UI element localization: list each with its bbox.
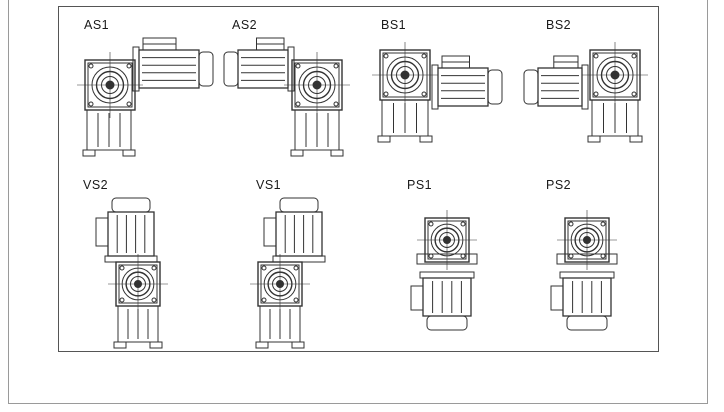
motor-flange [559,271,615,279]
drawing-vs1 [250,197,326,349]
gearbox-base [381,99,429,137]
gearbox-base [86,109,132,151]
bolt-hole [428,221,434,227]
motor-fan-cover [487,69,503,105]
mounting-foot [82,149,96,157]
bolt-hole [383,91,389,97]
bolt-hole [119,265,125,271]
motor-body [275,211,323,257]
bolt-hole [261,265,267,271]
bolt-hole [293,265,299,271]
bolt-hole [295,63,301,69]
terminal-box [550,285,564,311]
bolt-hole [593,53,599,59]
drawing-ps1 [410,210,478,331]
motor-body [237,49,289,89]
bolt-hole [295,101,301,107]
bolt-hole [421,53,427,59]
mounting-foot [255,341,269,349]
bolt-hole [568,221,574,227]
bolt-hole [151,297,157,303]
diagram-panel [58,6,659,352]
motor-fan-cover [523,69,539,105]
motor-flange [431,64,439,110]
bolt-hole [126,101,132,107]
bolt-hole [631,91,637,97]
bolt-hole [333,63,339,69]
motor-body [537,67,583,107]
gearbox-base [117,305,159,343]
motor-fan-cover [426,315,468,331]
terminal-box [95,217,109,247]
bolt-hole [119,297,125,303]
mounting-foot [587,135,601,143]
mounting-foot [330,149,344,157]
mounting-foot [149,341,163,349]
mounting-foot [291,341,305,349]
motor-body [437,67,489,107]
drawing-as2 [223,37,350,157]
drawing-as1 [77,37,214,157]
motor-fan-cover [198,51,214,87]
drawing-vs2 [95,197,168,349]
mounting-foot [377,135,391,143]
terminal-box [410,285,424,311]
label-as1: AS1 [84,18,110,32]
bolt-hole [333,101,339,107]
motor-fan-cover [223,51,239,87]
drawing-bs1 [372,42,503,143]
label-vs1: VS1 [256,178,282,192]
bolt-hole [261,297,267,303]
mounting-foot [113,341,127,349]
gearbox-base [294,109,340,151]
motor-fan-cover [111,197,151,213]
mounting-foot [419,135,433,143]
mounting-foot [122,149,136,157]
gearbox-base [591,99,639,137]
bolt-hole [383,53,389,59]
bolt-hole [568,253,574,259]
drawing-ps2 [550,210,618,331]
motor-fan-cover [566,315,608,331]
mounting-foot [290,149,304,157]
label-vs2: VS2 [83,178,109,192]
terminal-box [263,217,277,247]
motor-body [562,277,612,317]
mounting-foot [629,135,643,143]
bolt-hole [88,63,94,69]
bolt-hole [151,265,157,271]
bolt-hole [88,101,94,107]
label-ps2: PS2 [546,178,572,192]
motor-body [138,49,200,89]
bolt-hole [593,91,599,97]
motor-flange [132,46,140,92]
motor-flange [581,64,589,110]
bolt-hole [460,221,466,227]
motor-body [422,277,472,317]
bolt-hole [631,53,637,59]
motor-body [107,211,155,257]
motor-fan-cover [279,197,319,213]
motor-flange [419,271,475,279]
bolt-hole [293,297,299,303]
bolt-hole [421,91,427,97]
bolt-hole [600,221,606,227]
drawing-bs2 [523,42,648,143]
bolt-hole [460,253,466,259]
motor-flange [272,255,326,263]
motor-flange [287,46,295,92]
label-ps1: PS1 [407,178,433,192]
label-bs1: BS1 [381,18,407,32]
bolt-hole [600,253,606,259]
label-bs2: BS2 [546,18,572,32]
label-as2: AS2 [232,18,258,32]
bolt-hole [126,63,132,69]
gearbox-base [259,305,301,343]
motor-flange [104,255,158,263]
bolt-hole [428,253,434,259]
